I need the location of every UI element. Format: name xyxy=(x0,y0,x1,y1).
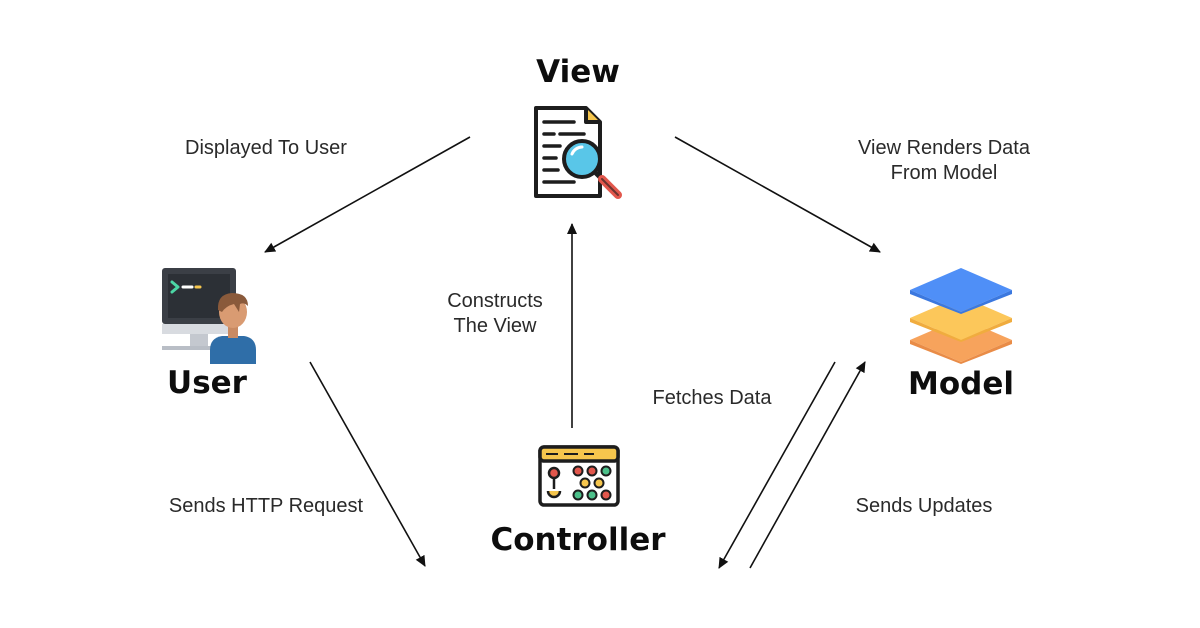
model-title: Model xyxy=(908,366,1014,402)
arrow-model-to-controller xyxy=(718,361,836,569)
arrow-view-to-user xyxy=(264,136,471,253)
arrow-user-to-controller xyxy=(309,361,426,567)
control-panel-icon xyxy=(538,445,620,507)
edge-label-fetches-data: Fetches Data xyxy=(652,387,772,409)
stacked-layers-icon xyxy=(906,264,1016,364)
edge-label-line: Constructs xyxy=(447,290,543,312)
arrow-view-to-model xyxy=(674,136,881,253)
edge-label-sends-http-request: Sends HTTP Request xyxy=(168,495,364,517)
edge-label-line: View Renders Data xyxy=(858,137,1030,159)
edge-label-constructs-the-view: Constructs The View xyxy=(447,289,543,339)
controller-title: Controller xyxy=(490,522,666,558)
user-at-computer-icon xyxy=(160,266,260,364)
edge-label-line: The View xyxy=(453,315,537,337)
view-title: View xyxy=(536,54,620,90)
edge-label-view-renders-data: View Renders Data From Model xyxy=(858,136,1030,186)
document-magnifier-icon xyxy=(530,104,626,200)
edge-label-sends-updates: Sends Updates xyxy=(855,495,993,517)
edge-label-displayed-to-user: Displayed To User xyxy=(185,137,347,159)
edge-label-line: From Model xyxy=(890,162,998,184)
user-title: User xyxy=(167,365,247,401)
arrow-controller-to-model xyxy=(749,361,866,569)
